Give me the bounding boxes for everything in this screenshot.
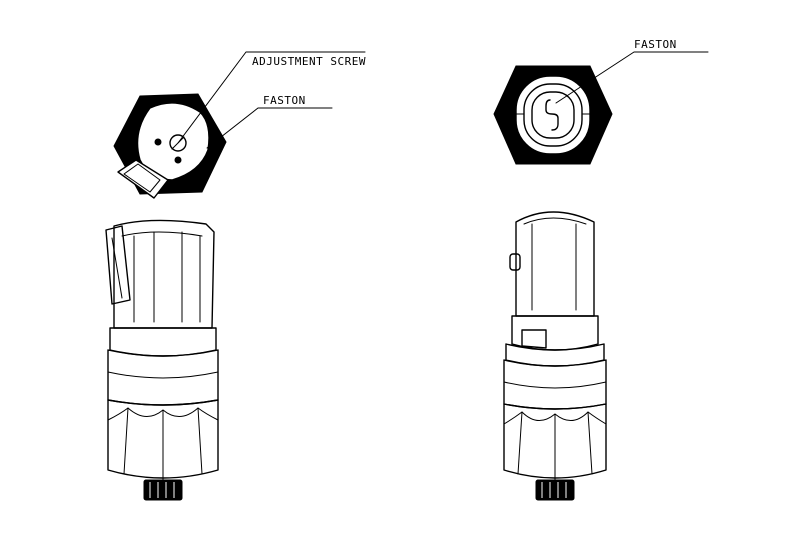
adjustment-screw-label: ADJUSTMENT SCREW (252, 55, 366, 68)
left-leader-lines (177, 51, 366, 149)
right-side-view (503, 211, 607, 501)
faston-label-left: FASTON (263, 94, 306, 107)
right-leader-line (555, 51, 709, 104)
left-top-view (113, 93, 227, 199)
left-side-view (105, 219, 219, 501)
right-top-view (493, 65, 613, 165)
faston-label-right: FASTON (634, 38, 677, 51)
